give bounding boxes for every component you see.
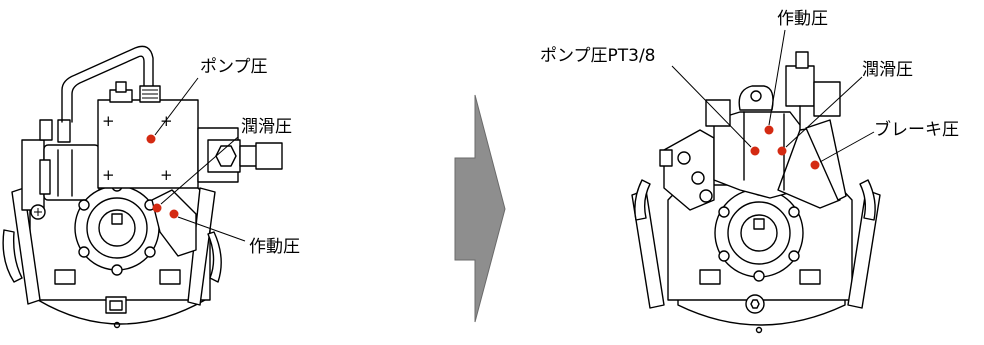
pump-unit-before: + + + +	[2, 45, 283, 329]
operating-pressure-port-dot-after	[764, 125, 774, 135]
lubrication-pressure-leader-after	[785, 76, 863, 148]
lubrication-pressure-port-dot-after	[777, 146, 787, 156]
label-pump-pressure-port-after: ポンプ圧PT3/8	[540, 46, 656, 66]
pump-pressure-leader	[154, 77, 199, 136]
operating-pressure-leader-after	[768, 29, 786, 126]
label-operating-pressure: 作動圧	[249, 237, 300, 257]
label-brake-pressure-after: ブレーキ圧	[874, 119, 959, 140]
lubrication-pressure-port-dot	[152, 203, 162, 213]
transition-arrow-icon	[454, 94, 506, 323]
pump-pressure-leader-after	[671, 65, 752, 148]
label-lubrication-pressure: 潤滑圧	[241, 117, 292, 137]
label-pump-pressure: ポンプ圧	[200, 57, 268, 77]
label-operating-pressure-after: 作動圧	[777, 9, 828, 29]
lubrication-pressure-leader	[160, 136, 239, 205]
pump-unit-after	[631, 51, 881, 334]
svg-text:+: +	[160, 166, 173, 184]
label-lubrication-pressure-after: 潤滑圧	[862, 60, 913, 80]
operating-pressure-leader	[177, 216, 246, 242]
svg-text:+: +	[102, 112, 115, 130]
pump-pressure-port-dot-after	[750, 146, 760, 156]
brake-pressure-leader-after	[819, 131, 875, 163]
brake-pressure-port-dot-after	[810, 160, 820, 170]
svg-text:+: +	[102, 166, 115, 184]
pump-pressure-port-dot	[146, 134, 156, 144]
operating-pressure-port-dot	[169, 209, 179, 219]
